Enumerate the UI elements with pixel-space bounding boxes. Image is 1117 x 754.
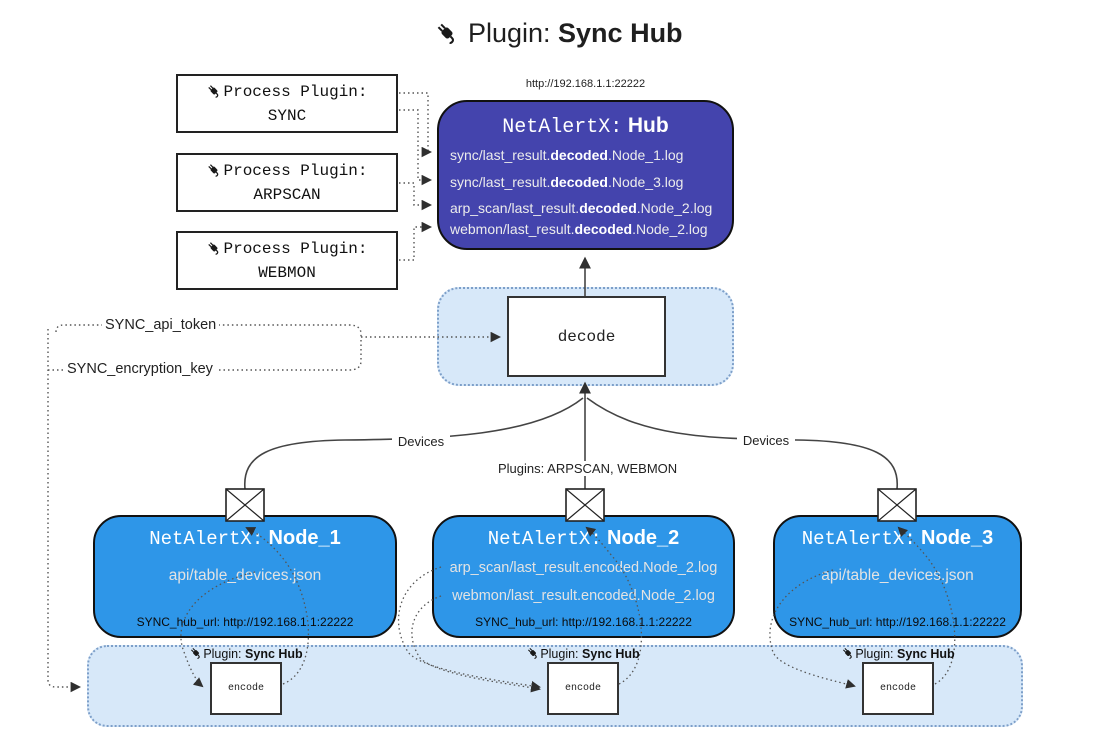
title-name: Sync Hub <box>558 18 683 48</box>
plug-icon <box>206 83 222 99</box>
process-plugin-label: Process Plugin: <box>206 159 368 183</box>
process-plugin-name: ARPSCAN <box>253 185 321 204</box>
edge-sync-to-hub <box>399 92 433 186</box>
node-hub-url: SYNC_hub_url: http://192.168.1.1:22222 <box>136 615 354 629</box>
node-title: NetAlertX: Node_1 <box>149 527 341 550</box>
node-file: webmon/last_result.encoded.Node_2.log <box>452 588 715 604</box>
sync-api-token-label: SYNC_api_token <box>102 317 220 333</box>
plug-icon <box>206 162 222 178</box>
process-plugin-label: Process Plugin: <box>206 80 368 104</box>
encode-box: encode <box>210 662 282 715</box>
hub-log-line: arp_scan/last_result.decoded.Node_2.log <box>450 200 713 216</box>
encode-plugin-label: Plugin: Sync Hub <box>166 646 326 661</box>
node-file: arp_scan/last_result.encoded.Node_2.log <box>449 560 718 576</box>
edge-webmon-to-hub <box>399 221 433 261</box>
decode-box: decode <box>507 296 666 377</box>
process-plugin-name: WEBMON <box>258 263 316 282</box>
sync-encryption-key-label: SYNC_encryption_key <box>64 361 216 377</box>
node-box-node-1: NetAlertX: Node_1 api/table_devices.json… <box>93 515 397 638</box>
hub-log-line: webmon/last_result.decoded.Node_2.log <box>450 221 708 237</box>
node-box-node-3: NetAlertX: Node_3 api/table_devices.json… <box>773 515 1022 638</box>
process-plugin-name: SYNC <box>267 106 307 125</box>
process-plugin-box-webmon: Process Plugin: WEBMON <box>176 231 398 290</box>
encode-box: encode <box>862 662 934 715</box>
plug-icon <box>189 646 203 660</box>
title-prefix: Plugin: <box>467 18 551 48</box>
hub-log-line: sync/last_result.decoded.Node_1.log <box>450 147 684 163</box>
page-title: Plugin: Sync Hub <box>0 18 1117 49</box>
node-file: api/table_devices.json <box>168 567 322 584</box>
hub-url-label: http://192.168.1.1:22222 <box>525 78 646 90</box>
node-file: api/table_devices.json <box>821 567 974 584</box>
node-box-node-2: NetAlertX: Node_2 arp_scan/last_result.e… <box>432 515 735 638</box>
edge-label-devices-left: Devices <box>392 434 450 449</box>
process-plugin-box-arpscan: Process Plugin: ARPSCAN <box>176 153 398 212</box>
plug-icon <box>206 240 222 256</box>
plug-icon <box>434 20 460 46</box>
hub-log-line: sync/last_result.decoded.Node_3.log <box>450 174 684 190</box>
hub-title: NetAlertX: Hub <box>502 114 669 139</box>
node-title: NetAlertX: Node_3 <box>801 527 994 550</box>
edge-label-plugins-middle: Plugins: ARPSCAN, WEBMON <box>495 461 680 476</box>
process-plugin-label: Process Plugin: <box>206 237 368 261</box>
edge-label-devices-right: Devices <box>737 433 795 448</box>
plug-icon <box>841 646 855 660</box>
plug-icon <box>526 646 540 660</box>
edge-arpscan-to-hub <box>399 182 433 211</box>
node-title: NetAlertX: Node_2 <box>487 527 680 550</box>
encode-plugin-label: Plugin: Sync Hub <box>818 646 978 661</box>
hub-box: NetAlertX: Hub sync/last_result.decoded.… <box>437 100 734 250</box>
encode-plugin-label: Plugin: Sync Hub <box>503 646 663 661</box>
node-hub-url: SYNC_hub_url: http://192.168.1.1:22222 <box>789 615 1006 629</box>
process-plugin-box-sync: Process Plugin: SYNC <box>176 74 398 133</box>
encode-box: encode <box>547 662 619 715</box>
node-hub-url: SYNC_hub_url: http://192.168.1.1:22222 <box>475 615 692 629</box>
